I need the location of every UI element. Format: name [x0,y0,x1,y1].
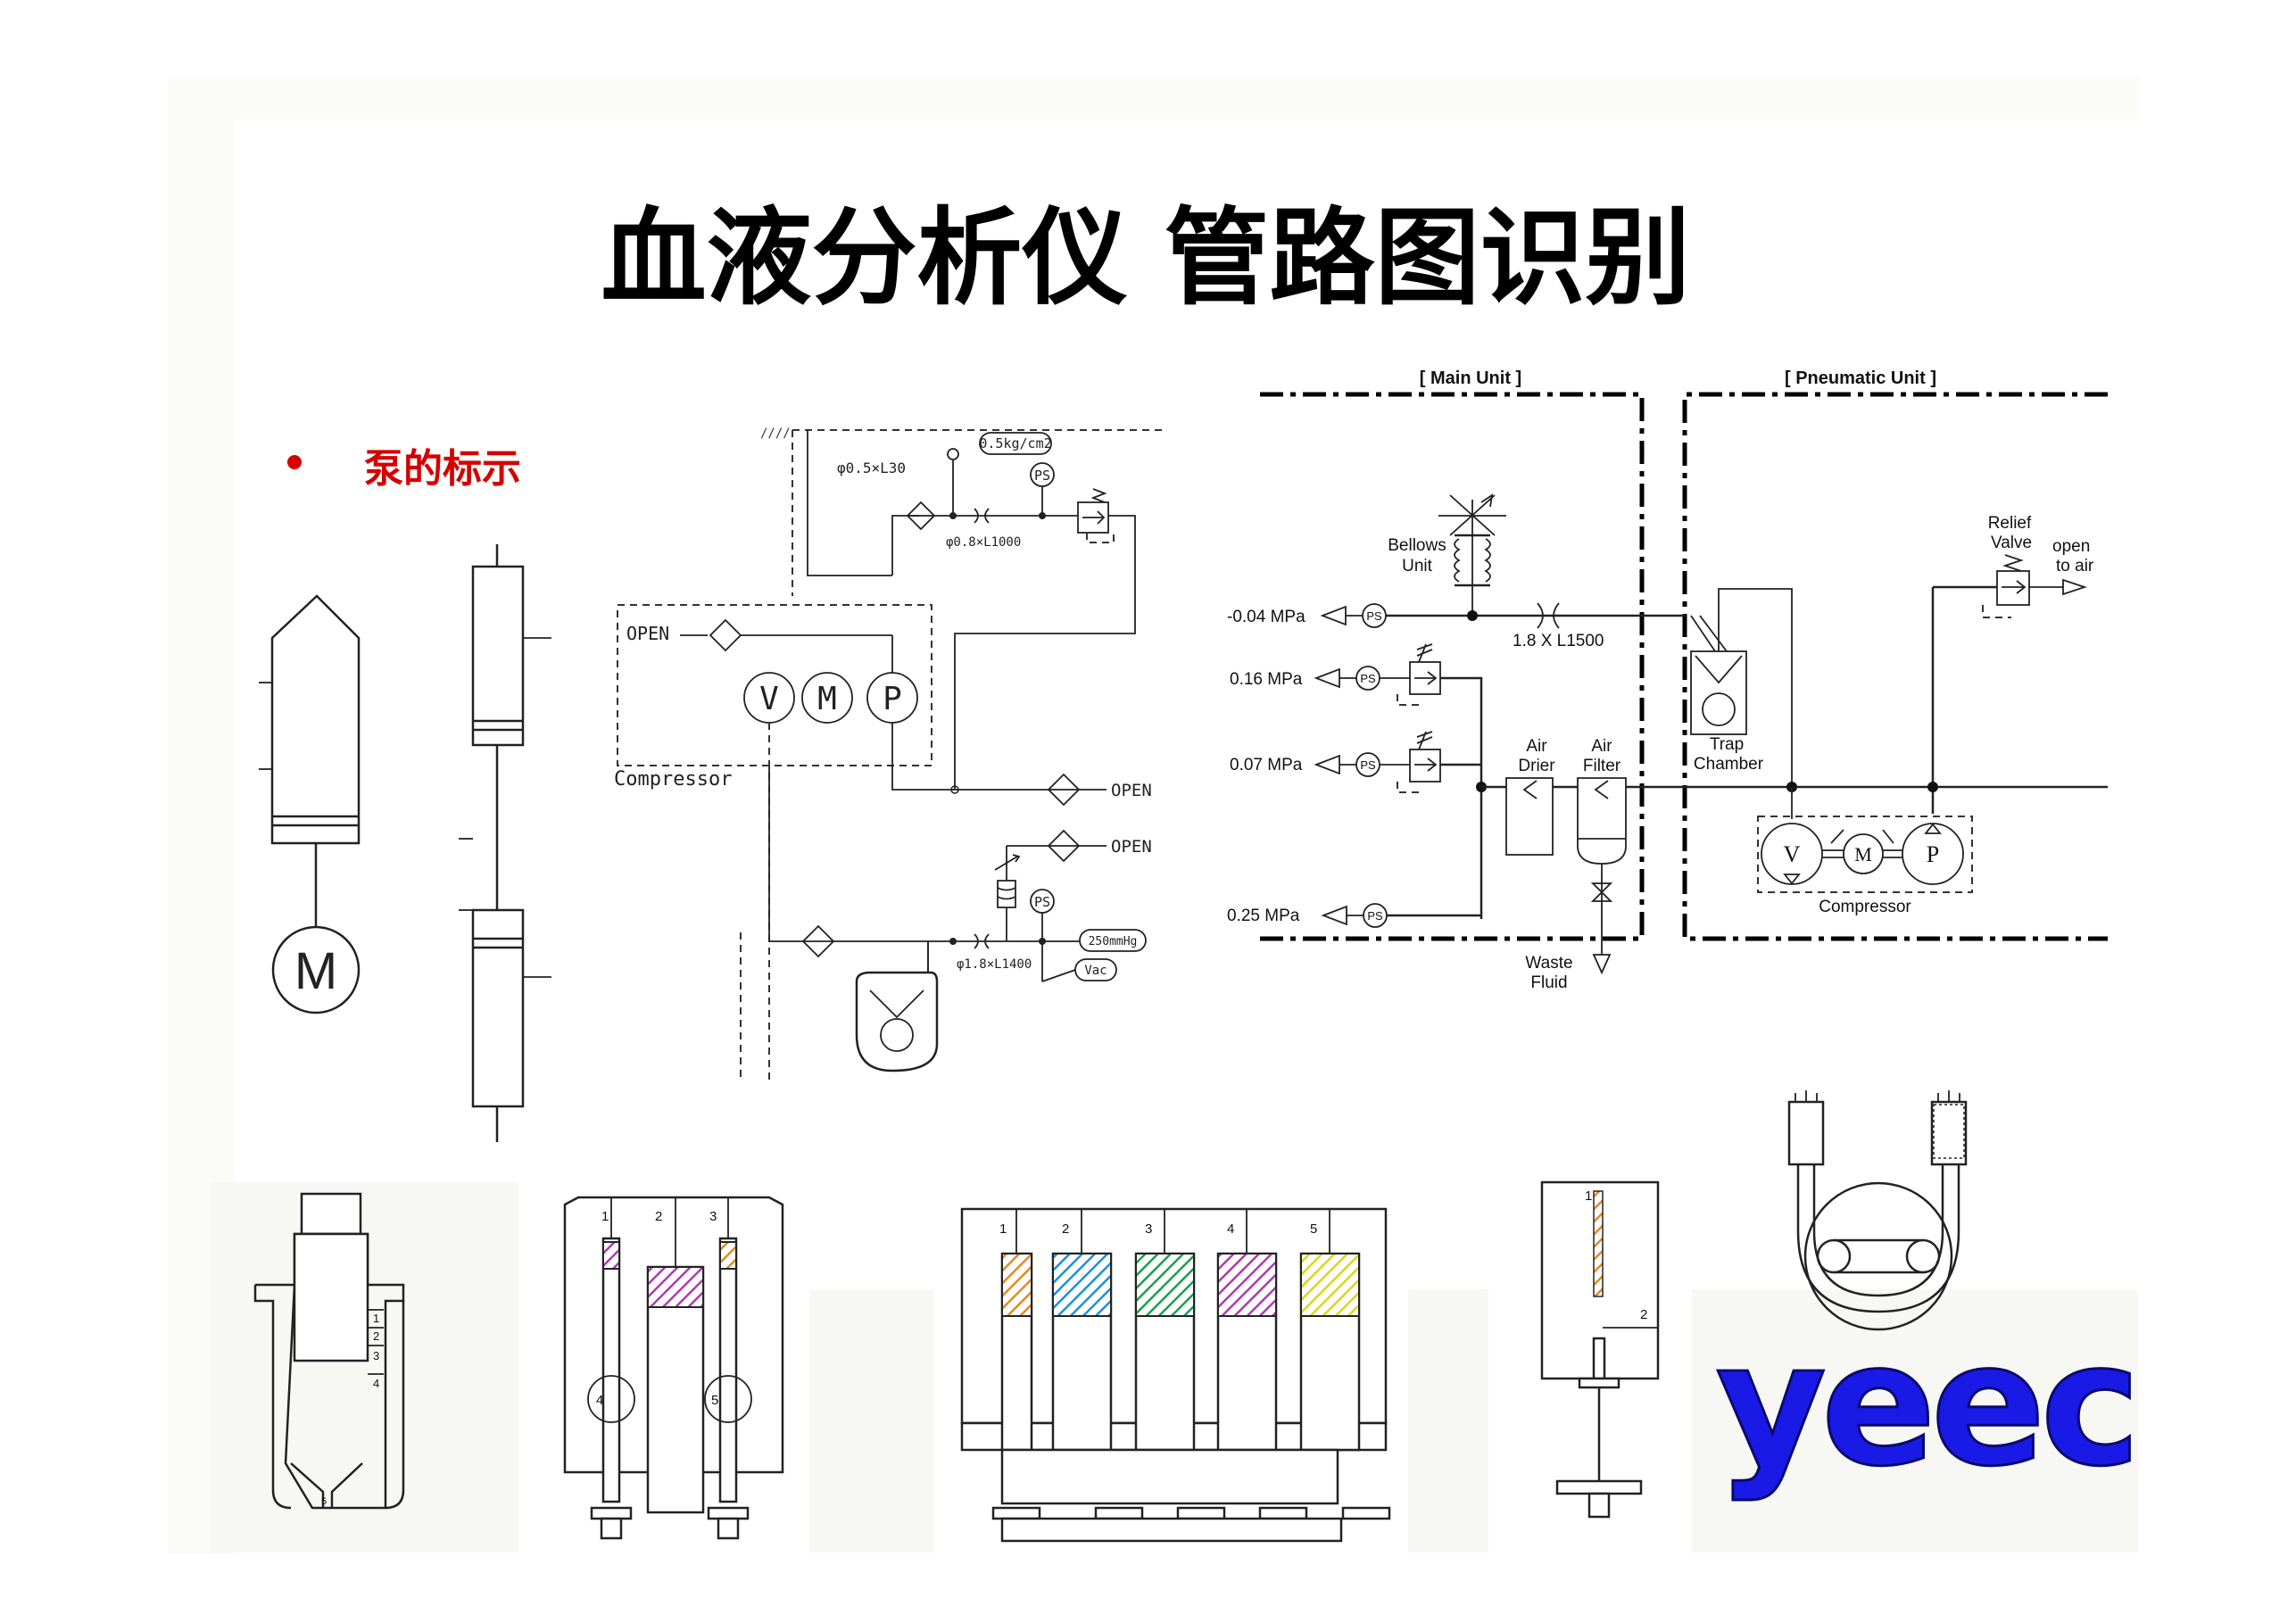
double-label-4: 4 [596,1393,603,1408]
air-drier-1: Air [1526,737,1547,756]
open-air-1: open [2052,537,2090,556]
bullet-dot [287,455,302,469]
five-label-1: 1 [999,1221,1007,1237]
double-label-5: 5 [711,1393,718,1408]
compressor-v: V [1784,841,1801,867]
narrow-label-1: 1 [1585,1188,1592,1204]
five-label-5: 5 [1310,1221,1317,1237]
single-label-3: 3 [373,1349,379,1362]
pneumatic-diagram: [ Main Unit ] [ Pneumatic Unit ] Bellows… [1227,368,2108,992]
yeec-logo: yeec [1716,1306,2135,1503]
compressor-schematic: //// φ0.5×L30 0.5kg/cm2 PS φ0.8×L1000 OP… [614,426,1165,1080]
piston-cylinder-diagram [459,544,551,1142]
bellows-label-1: Bellows [1388,536,1446,555]
narrow-label-2: 2 [1640,1307,1647,1322]
pressure-1: -0.04 MPa [1227,608,1305,626]
double-syringe-diagram: 1 2 3 4 5 [563,1196,784,1540]
compressor-label-left: Compressor [614,768,732,791]
ps-2: PS [1360,672,1376,685]
single-label-4: 4 [373,1377,379,1390]
double-label-2: 2 [655,1209,662,1224]
compressor-p: P [1927,841,1939,867]
pressure-2: 0.16 MPa [1230,670,1303,689]
tube-spec-1: φ0.5×L30 [837,460,906,476]
pressure-4: 0.25 MPa [1227,907,1300,925]
five-label-4: 4 [1227,1221,1234,1237]
relief-1: Relief [1988,514,2032,533]
five-label-2: 2 [1062,1221,1069,1237]
tube-spec-2: φ0.8×L1000 [946,535,1021,550]
bullet-text: 泵的标示 [364,446,521,492]
tube-spec-3: φ1.8×L1400 [957,957,1032,972]
pneumatic-unit-label: [ Pneumatic Unit ] [1785,368,1936,388]
vac-tag: Vac [1084,964,1107,978]
waste-2: Fluid [1530,973,1567,992]
five-label-3: 3 [1145,1221,1152,1237]
narrow-syringe-diagram: 1 2 [1540,1180,1660,1519]
ps-4: PS [1367,909,1383,923]
single-label-5: 5 [321,1496,327,1507]
bottom-bg-2 [809,1289,934,1553]
open-label-1: OPEN [626,623,669,644]
trap-2: Chamber [1694,755,1764,774]
main-unit-label: [ Main Unit ] [1420,368,1521,388]
ps-tag-2: PS [1034,894,1050,910]
syringe-motor-diagram: M [259,594,361,1014]
five-syringe-diagram: 1 2 3 4 5 [960,1207,1391,1543]
bottom-bg-4 [1692,1289,2138,1553]
compressor-label-right: Compressor [1819,898,1911,916]
ps-3: PS [1360,758,1376,772]
air-filter-1: Air [1591,737,1612,756]
open-air-2: to air [2056,557,2094,576]
trap-1: Trap [1710,735,1744,754]
double-label-1: 1 [601,1209,609,1224]
waste-1: Waste [1525,954,1572,973]
air-drier-2: Drier [1518,757,1555,775]
relief-2: Valve [1991,534,2032,552]
slide-title: 血液分析仪 管路图识别 [601,195,1690,319]
single-label-2: 2 [373,1329,379,1343]
open-label-2: OPEN [1111,781,1152,800]
ps-tag-1: PS [1034,468,1050,484]
pressure-tag: 0.5kg/cm2 [979,435,1051,451]
vacuum-tag: 250mmHg [1089,935,1138,948]
pump-p: P [883,681,902,717]
ps-1: PS [1366,609,1382,623]
motor-label: M [294,942,337,1000]
tube-spec-right: 1.8 X L1500 [1513,632,1604,650]
air-filter-2: Filter [1583,757,1621,775]
single-syringe-diagram: 1 2 3 4 5 [253,1192,405,1510]
double-label-3: 3 [709,1209,717,1224]
bottom-bg-3 [1408,1289,1488,1553]
open-label-3: OPEN [1111,837,1152,857]
pump-m: M [817,681,837,717]
hatch-mark: //// [760,426,791,441]
peristaltic-pump-diagram [1787,1090,1968,1331]
bellows-label-2: Unit [1402,557,1433,576]
motor-circle [271,925,361,1014]
pump-v: V [759,681,779,717]
single-label-1: 1 [373,1312,379,1325]
pressure-3: 0.07 MPa [1230,756,1303,774]
compressor-m: M [1854,843,1872,865]
